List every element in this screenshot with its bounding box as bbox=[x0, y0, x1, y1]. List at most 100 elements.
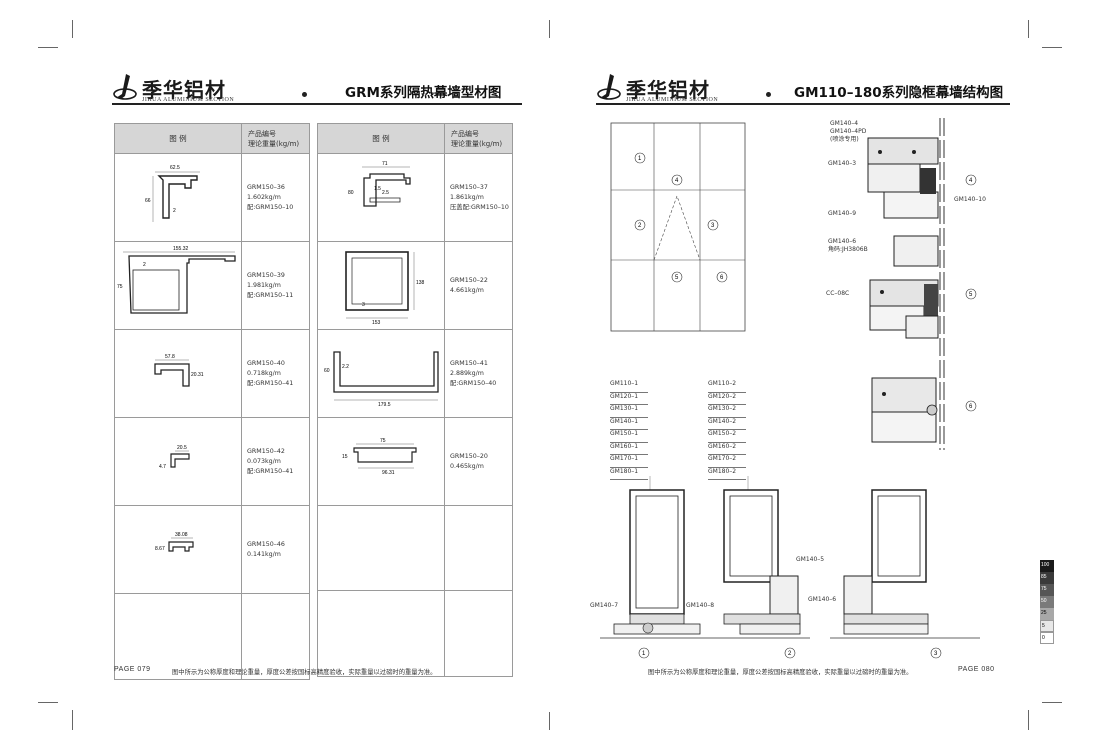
profile-drawing: 138 153 3 bbox=[345, 251, 425, 326]
dimension-label: 60 bbox=[324, 368, 330, 374]
table-row: 60 2.2 179.5 GRM150–41 2.889kg/m 配:GRM15… bbox=[317, 329, 513, 418]
crop-mark bbox=[38, 47, 58, 48]
marker-icon: 4 bbox=[965, 174, 977, 186]
callout-label: GM140–3 bbox=[828, 160, 857, 167]
dimension-label: 3 bbox=[362, 302, 365, 308]
crop-mark bbox=[549, 20, 550, 38]
title-dot bbox=[766, 92, 771, 97]
table-row: 62.5 66 2 GRM150–36 1.602kg/m 配:GRM150–1… bbox=[114, 153, 310, 242]
profile-drawing-cell: 60 2.2 179.5 bbox=[317, 329, 445, 418]
product-code: GRM150–37 bbox=[450, 183, 488, 191]
marker-label: 6 bbox=[720, 275, 724, 281]
callout-label: GM140–9 bbox=[828, 210, 857, 217]
table-row bbox=[317, 505, 513, 591]
dimension-label: 138 bbox=[416, 280, 425, 286]
dimension-label: 62.5 bbox=[170, 165, 180, 171]
callout-label: GM140–7 bbox=[590, 602, 619, 609]
profile-drawing-cell: 71 80 1.5 2.5 bbox=[317, 153, 445, 242]
gray-label: 100 bbox=[1041, 562, 1050, 568]
gray-swatch: 25 bbox=[1040, 608, 1054, 620]
marker-icon: 2 bbox=[634, 219, 646, 231]
profile-info: GRM150–46 0.141kg/m bbox=[241, 505, 310, 594]
table-row: 155.32 75 2 GRM150–39 1.981kg/m 配:GRM150… bbox=[114, 241, 310, 330]
footer-note: 图中所示为公称厚度和理论重量，厚度公差按国标高精度验收，实际重量以过磅时的重量为… bbox=[172, 669, 437, 676]
list-item: GM160–1 bbox=[610, 443, 648, 455]
list-item: GM130–1 bbox=[610, 405, 648, 418]
profile-drawing-cell: 38.08 8.67 bbox=[114, 505, 242, 594]
profile-drawing-cell bbox=[114, 593, 242, 680]
gray-label: 85 bbox=[1041, 574, 1047, 580]
marker-label: 4 bbox=[969, 178, 973, 184]
profile-drawing-cell: 155.32 75 2 bbox=[114, 241, 242, 330]
page-title: GRM系列隔热幕墙型材图 bbox=[345, 85, 502, 101]
callout-label: GM140–4PD bbox=[830, 128, 867, 135]
table-row bbox=[317, 590, 513, 677]
page-number: PAGE 079 bbox=[114, 666, 151, 673]
dimension-label: 80 bbox=[348, 190, 354, 196]
callout-label: (喷涂专用) bbox=[830, 136, 859, 143]
product-weight: 1.861kg/m bbox=[450, 193, 484, 201]
col-header-code: 产品编号 bbox=[451, 129, 479, 138]
product-weight: 0.465kg/m bbox=[450, 462, 484, 470]
profile-drawing-cell: 75 15 96.31 bbox=[317, 417, 445, 506]
brand-subtitle: JIHUA ALUMINIUM SECTION bbox=[626, 97, 719, 103]
dimension-label: 38.08 bbox=[175, 532, 188, 538]
marker-label: 2 bbox=[638, 223, 642, 229]
callout-label: 角码:JH3806B bbox=[828, 246, 868, 253]
marker-icon: 5 bbox=[671, 271, 683, 283]
brand-name: 季华铝材 bbox=[142, 78, 226, 102]
gray-swatch: 75 bbox=[1040, 584, 1054, 596]
curtain-wall-elevation: 1 2 3 4 5 6 bbox=[610, 122, 746, 332]
marker-icon: 3 bbox=[930, 647, 942, 659]
callout-label: GM140–6 bbox=[808, 596, 837, 603]
product-code: GRM150–20 bbox=[450, 452, 488, 460]
gray-label: 5 bbox=[1042, 623, 1045, 629]
profile-info: GRM150–36 1.602kg/m 配:GRM150–10 bbox=[241, 153, 310, 242]
gray-swatch: 50 bbox=[1040, 596, 1054, 608]
dimension-label: 2.2 bbox=[342, 364, 349, 370]
callout-label: GM140–6 bbox=[828, 238, 857, 245]
product-code: GRM150–42 bbox=[247, 447, 285, 455]
gray-label: 0 bbox=[1042, 635, 1045, 641]
list-item: GM170–2 bbox=[708, 455, 746, 468]
marker-label: 1 bbox=[642, 651, 646, 657]
profile-table-1: 图 例 产品编号 理论重量(kg/m) 62.5 66 2 bbox=[114, 123, 310, 680]
profile-info: GRM150–37 1.861kg/m 压盖配:GRM150–10 bbox=[444, 153, 513, 242]
product-weight: 4.661kg/m bbox=[450, 286, 484, 294]
list-item: GM120–1 bbox=[610, 393, 648, 405]
crop-mark bbox=[549, 712, 550, 730]
dimension-label: 153 bbox=[372, 320, 381, 326]
marker-icon: 1 bbox=[634, 152, 646, 164]
marker-label: 5 bbox=[969, 292, 973, 298]
gray-label: 75 bbox=[1041, 586, 1047, 592]
crop-mark bbox=[1028, 20, 1029, 38]
dimension-label: 2 bbox=[143, 262, 146, 268]
marker-label: 5 bbox=[675, 275, 679, 281]
product-weight: 0.718kg/m bbox=[247, 369, 281, 377]
profile-drawing: 38.08 8.67 bbox=[155, 532, 194, 552]
dimension-label: 75 bbox=[117, 284, 123, 290]
profile-list-1: GM110–1 GM120–1 GM130–1 GM140–1 GM150–1 … bbox=[610, 380, 648, 480]
profile-info bbox=[241, 593, 310, 680]
profile-drawing: 62.5 66 2 bbox=[145, 165, 200, 222]
product-code: GRM150–22 bbox=[450, 276, 488, 284]
marker-icon: 5 bbox=[965, 288, 977, 300]
col-header-info: 产品编号 理论重量(kg/m) bbox=[241, 123, 310, 154]
profile-info: GRM150–41 2.889kg/m 配:GRM150–40 bbox=[444, 329, 513, 418]
profile-drawing-cell bbox=[317, 505, 445, 591]
dimension-label: 66 bbox=[145, 198, 151, 204]
gray-scale-strip: 100 85 75 50 25 5 0 bbox=[1040, 560, 1054, 644]
marker-icon: 2 bbox=[784, 647, 796, 659]
profile-drawing: 75 15 96.31 bbox=[342, 438, 417, 476]
product-weight: 2.889kg/m bbox=[450, 369, 484, 377]
brand-subtitle: JIHUA ALUMINIUM SECTION bbox=[142, 97, 235, 103]
dimension-label: 4.7 bbox=[159, 464, 166, 470]
col-header-info: 产品编号 理论重量(kg/m) bbox=[444, 123, 513, 154]
marker-label: 3 bbox=[934, 651, 938, 657]
list-item: GM180–2 bbox=[708, 468, 746, 480]
callout-label: GM140–8 bbox=[686, 602, 715, 609]
col-header-code: 产品编号 bbox=[248, 129, 276, 138]
brand-logo-icon bbox=[113, 74, 137, 100]
table-row: 57.8 20.31 GRM150–40 0.718kg/m 配:GRM150–… bbox=[114, 329, 310, 418]
profile-info bbox=[444, 590, 513, 677]
